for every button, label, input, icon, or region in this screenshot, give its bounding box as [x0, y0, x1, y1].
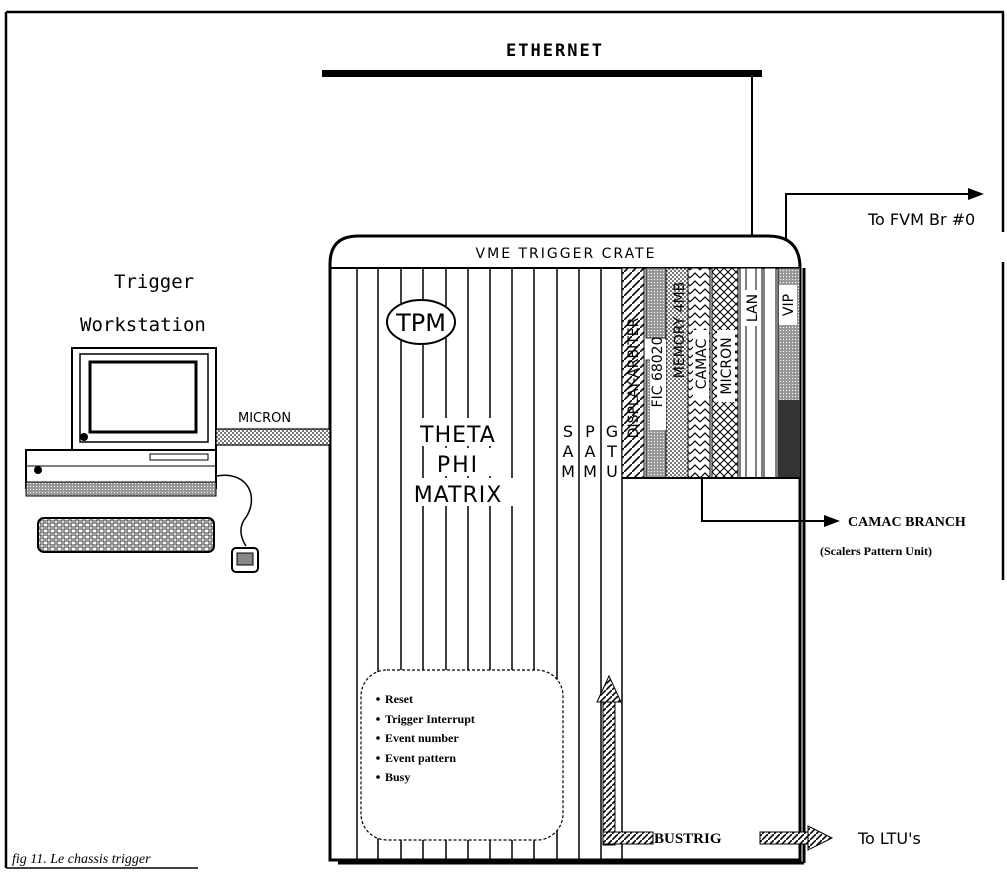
- ethernet-bus: [322, 70, 762, 240]
- camac-label-bg: [693, 330, 709, 400]
- col3-bot: U: [606, 462, 618, 481]
- signal-bullets: [376, 697, 380, 779]
- matrix-label: MATRIX: [414, 483, 503, 508]
- module-label-camac: CAMAC: [694, 339, 710, 390]
- to-ltu-label: To LTU's: [857, 829, 921, 848]
- crate-title: VME TRIGGER CRATE: [476, 246, 657, 262]
- col3-mid: T: [606, 442, 617, 461]
- camac-sub-label: (Scalers Pattern Unit): [820, 544, 932, 558]
- micron-cable: [215, 428, 331, 446]
- col1-bot: M: [561, 462, 575, 481]
- phi-label: PHI: [437, 453, 479, 478]
- bustrig-arrow: [596, 674, 654, 846]
- module-label-fic: FIC 68020: [650, 337, 666, 408]
- theta-phi-matrix: [402, 418, 514, 506]
- col2-mid: A: [585, 442, 596, 461]
- outer-frame: [4, 10, 1005, 869]
- workstation-line1: Trigger: [114, 271, 194, 293]
- workstation-line2: Workstation: [80, 314, 206, 336]
- module-label-memory: MEMORY 4MB: [672, 282, 688, 378]
- col1-top: S: [563, 422, 573, 441]
- signal-item-reset: Reset: [385, 692, 413, 706]
- tpm-ellipse: [386, 299, 456, 345]
- to-fvm-label: To FVM Br #0: [867, 210, 975, 229]
- module-label-vip: VIP: [781, 294, 797, 316]
- ethernet-label: ETHERNET: [506, 41, 604, 61]
- signal-item-busy: Busy: [385, 770, 410, 784]
- module-label-micron: MICRON: [719, 337, 735, 394]
- signal-item-event-pattern: Event pattern: [385, 751, 456, 765]
- micron-label-bg: [717, 330, 735, 402]
- signals-box: [360, 669, 564, 841]
- theta-label: THETA: [419, 423, 496, 448]
- col1-mid: A: [563, 442, 574, 461]
- micron-cable-label: MICRON: [238, 411, 291, 426]
- ltu-arrow: [759, 825, 834, 851]
- spa-columns: [560, 420, 620, 482]
- bustrig-label: BUSTRIG: [654, 831, 722, 847]
- col2-top: P: [585, 422, 595, 441]
- apple-logo-icon: [80, 433, 88, 441]
- camac-branch-arrow: [701, 478, 840, 527]
- lan-label-bg: [745, 290, 757, 326]
- fic-label-bg: [650, 340, 666, 430]
- signal-item-event-number: Event number: [385, 731, 459, 745]
- vip-label-bg: [779, 285, 797, 325]
- camac-branch-label: CAMAC BRANCH: [848, 515, 966, 530]
- figure-caption: fig 11. Le chassis trigger: [12, 852, 151, 867]
- module-label-lan: LAN: [745, 294, 761, 322]
- fvm-arrow: [785, 188, 984, 240]
- col3-top: G: [606, 422, 618, 441]
- signal-item-trigger-interrupt: Trigger Interrupt: [385, 712, 475, 726]
- keyboard: [37, 517, 215, 553]
- tpm-label: TPM: [395, 309, 446, 337]
- module-label-display-arbiter: DISPLAY-ARBITER: [626, 317, 642, 438]
- workstation-computer: [25, 347, 259, 573]
- col2-bot: M: [583, 462, 597, 481]
